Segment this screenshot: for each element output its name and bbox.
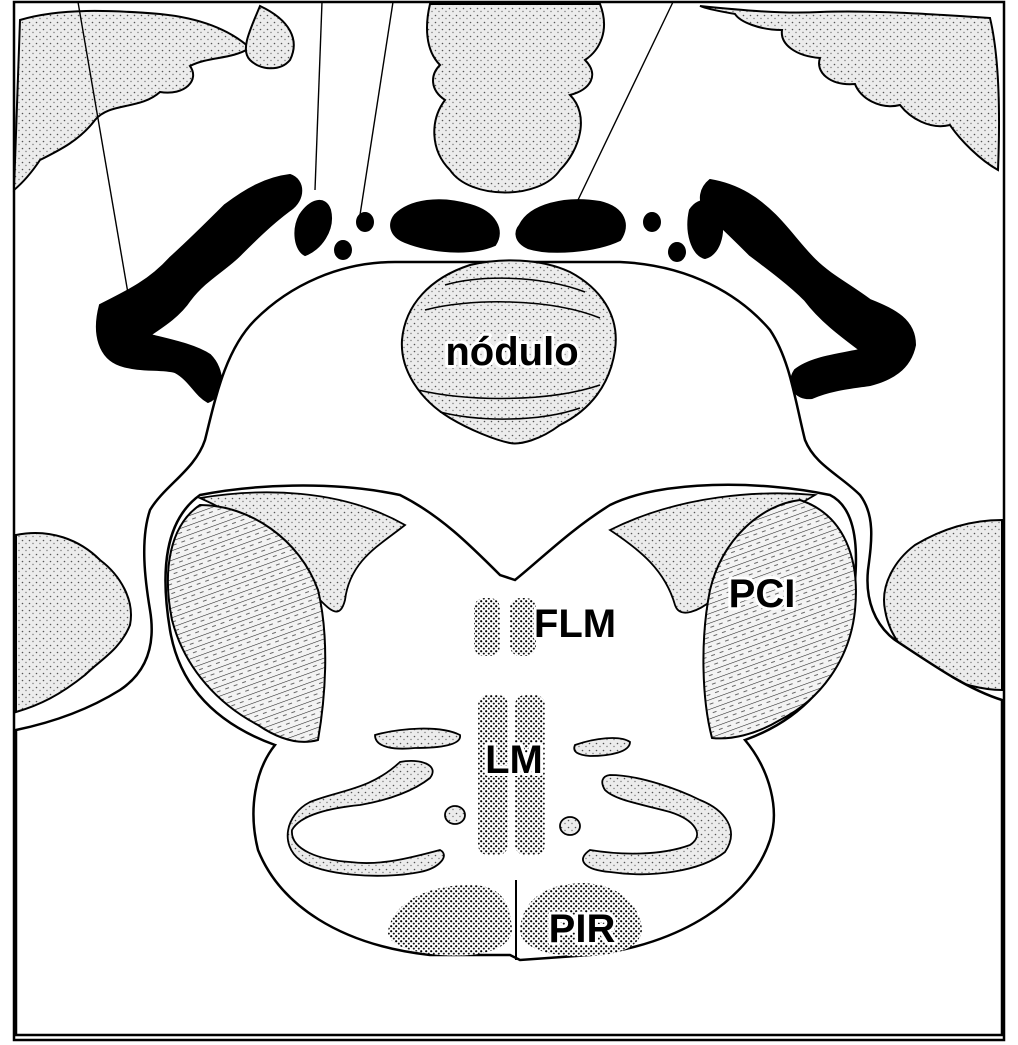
label-nodulo-group: nódulo nódulo [445, 330, 578, 374]
label-pir-group: PIR PIR [549, 907, 616, 951]
label-lm-group: LM LM [485, 738, 543, 782]
label-flm: FLM [534, 602, 616, 646]
label-flm-group: FLM FLM [534, 602, 616, 646]
label-lm: LM [485, 738, 543, 782]
label-pci-group: PCI PCI [729, 572, 796, 616]
label-pir: PIR [549, 907, 616, 951]
label-pci: PCI [729, 572, 796, 616]
label-nodulo: nódulo [445, 330, 578, 374]
